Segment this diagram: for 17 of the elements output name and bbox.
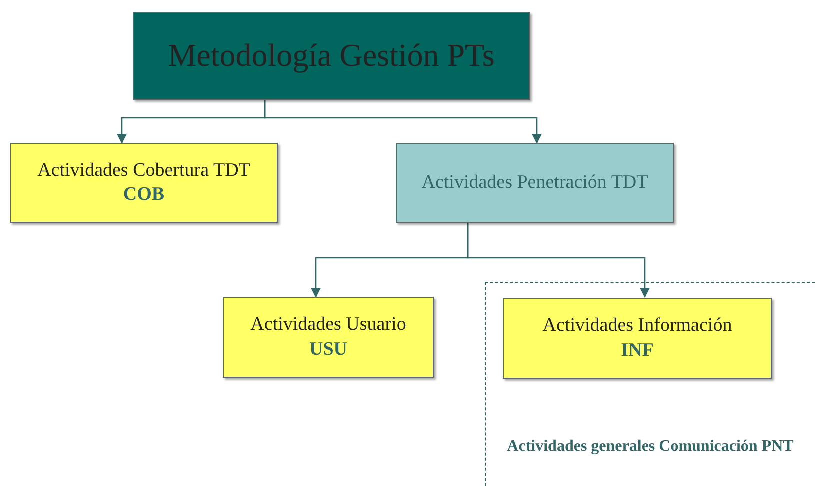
activity-box [10, 143, 278, 223]
box-title: Actividades Penetración TDT [422, 171, 648, 196]
region-label: Actividades generales Comunicación PNT [507, 437, 794, 458]
box-title: Metodología Gestión PTs [168, 36, 495, 76]
box-title: Actividades Cobertura TDT [38, 158, 250, 183]
activity-code: USU [309, 338, 348, 362]
box-title: Actividades Usuario [250, 313, 406, 338]
connector-arrow [467, 223, 650, 298]
activity-code: COB [123, 183, 165, 208]
connector-arrow [264, 100, 542, 144]
title-box [133, 12, 530, 100]
activity-box [396, 143, 674, 223]
activity-box [503, 298, 772, 379]
box-title: Actividades Información [542, 314, 732, 338]
activity-box [223, 297, 434, 378]
dashed-region [485, 282, 815, 486]
activity-code: INF [621, 338, 654, 363]
